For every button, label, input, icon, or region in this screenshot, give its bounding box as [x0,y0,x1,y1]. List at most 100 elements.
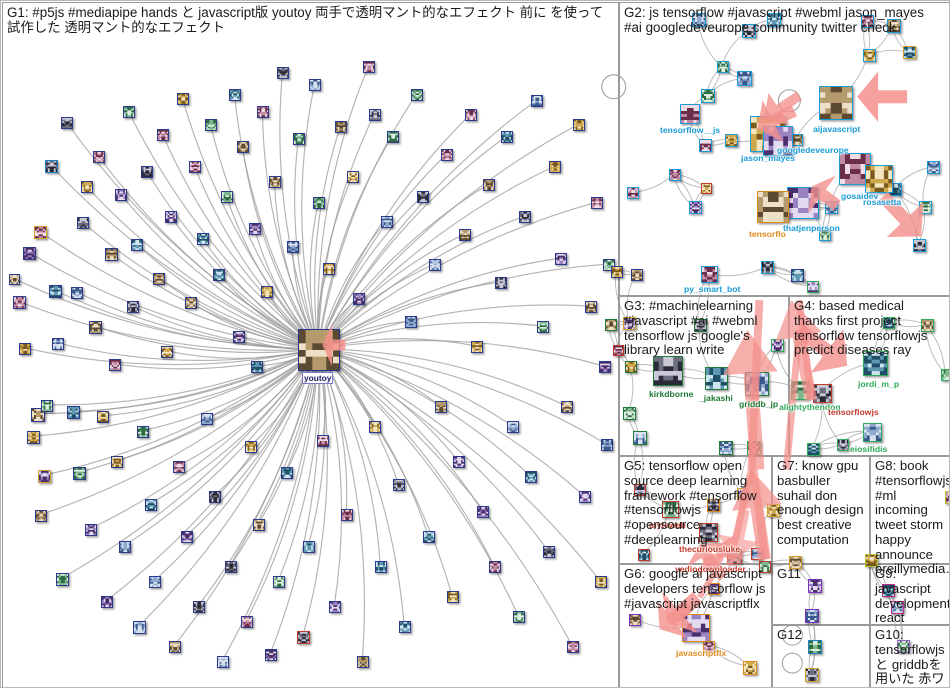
graph-node[interactable] [441,149,453,161]
graph-node[interactable] [708,583,720,595]
graph-node[interactable] [525,471,537,483]
graph-node[interactable] [501,131,513,143]
graph-node[interactable] [537,321,549,333]
graph-node[interactable] [85,524,97,536]
graph-node[interactable] [133,621,146,634]
graph-node-thecuriousluke[interactable] [699,523,718,542]
graph-node[interactable] [429,259,441,271]
graph-node[interactable] [329,601,341,613]
graph-node[interactable] [613,345,624,356]
graph-node[interactable] [165,211,177,223]
graph-node[interactable] [71,287,83,299]
graph-node[interactable] [638,549,650,561]
graph-node[interactable] [767,504,780,517]
group-panel-g12[interactable] [772,625,870,687]
graph-node-googledeveurope[interactable] [763,126,793,156]
graph-node[interactable] [369,421,381,433]
graph-node[interactable] [591,197,603,209]
graph-node-rosasetta[interactable] [865,165,893,193]
graph-node[interactable] [573,119,585,131]
graph-node[interactable] [903,46,916,59]
graph-node[interactable] [883,317,895,329]
graph-node[interactable] [353,293,365,305]
graph-node[interactable] [495,277,507,289]
graph-node[interactable] [585,301,597,313]
graph-node[interactable] [52,338,64,350]
graph-node[interactable] [233,331,245,343]
graph-node[interactable] [145,499,157,511]
graph-node[interactable] [692,13,706,27]
graph-node-griddb_jp[interactable] [745,372,769,396]
group-panel-g10[interactable] [870,625,949,687]
group-panel-g1[interactable] [2,2,619,687]
graph-node[interactable] [89,321,102,334]
graph-node[interactable] [251,361,263,373]
graph-node[interactable] [531,95,543,107]
graph-node[interactable] [561,401,573,413]
graph-node[interactable] [173,461,185,473]
graph-node[interactable] [197,233,209,245]
graph-node[interactable] [543,546,555,558]
graph-node[interactable] [819,229,831,241]
graph-node[interactable] [611,266,623,278]
graph-node[interactable] [919,201,932,214]
graph-node[interactable] [313,197,325,209]
graph-node[interactable] [387,131,399,143]
graph-node[interactable] [181,531,193,543]
graph-node[interactable] [808,579,822,593]
graph-node[interactable] [453,456,465,468]
graph-node[interactable] [157,129,169,141]
graph-node[interactable] [137,426,149,438]
graph-node[interactable] [465,109,477,121]
graph-node[interactable] [115,189,127,201]
graph-node-javascriptflx[interactable] [682,614,710,642]
graph-node[interactable] [265,649,277,661]
graph-node[interactable] [921,319,934,332]
graph-node[interactable] [725,134,738,147]
graph-node[interactable] [634,484,646,496]
graph-node[interactable] [131,239,143,251]
graph-node[interactable] [56,573,69,586]
graph-node[interactable] [751,548,763,560]
graph-node-tensorflow__js[interactable] [680,104,700,124]
graph-node[interactable] [81,181,93,193]
graph-node[interactable] [411,89,423,101]
graph-node[interactable] [837,439,849,451]
graph-node[interactable] [519,211,531,223]
graph-node[interactable] [217,656,229,668]
graph-node[interactable] [119,541,131,553]
graph-node[interactable] [743,661,757,675]
graph-node-youtoy[interactable] [298,329,340,371]
graph-node[interactable] [369,109,381,121]
graph-node-py_smart_bot[interactable] [701,266,718,283]
graph-node[interactable] [447,591,459,603]
graph-node[interactable] [887,19,901,33]
graph-node[interactable] [759,561,771,573]
graph-node[interactable] [717,61,729,73]
graph-node[interactable] [807,443,820,456]
graph-node[interactable] [221,191,233,203]
graph-node-kirkdborne[interactable] [653,356,683,386]
graph-node-_jakashi[interactable] [705,367,728,390]
graph-node[interactable] [599,361,611,373]
graph-node[interactable] [941,369,949,381]
group-panel-g11[interactable] [772,564,870,625]
graph-node[interactable] [927,161,940,174]
graph-node[interactable] [185,297,197,309]
graph-node[interactable] [101,596,113,608]
graph-node[interactable] [161,346,173,358]
graph-node[interactable] [767,13,781,27]
graph-node[interactable] [863,49,876,62]
graph-node-tensorflowjs[interactable] [813,384,832,403]
graph-node[interactable] [153,273,165,285]
graph-node[interactable] [257,106,269,118]
graph-node[interactable] [9,274,20,285]
graph-node[interactable] [109,359,121,371]
graph-node[interactable] [393,479,405,491]
group-panel-g2[interactable] [619,2,949,296]
graph-node[interactable] [625,361,637,373]
graph-node[interactable] [601,439,613,451]
graph-node[interactable] [689,201,702,214]
graph-node[interactable] [149,576,161,588]
